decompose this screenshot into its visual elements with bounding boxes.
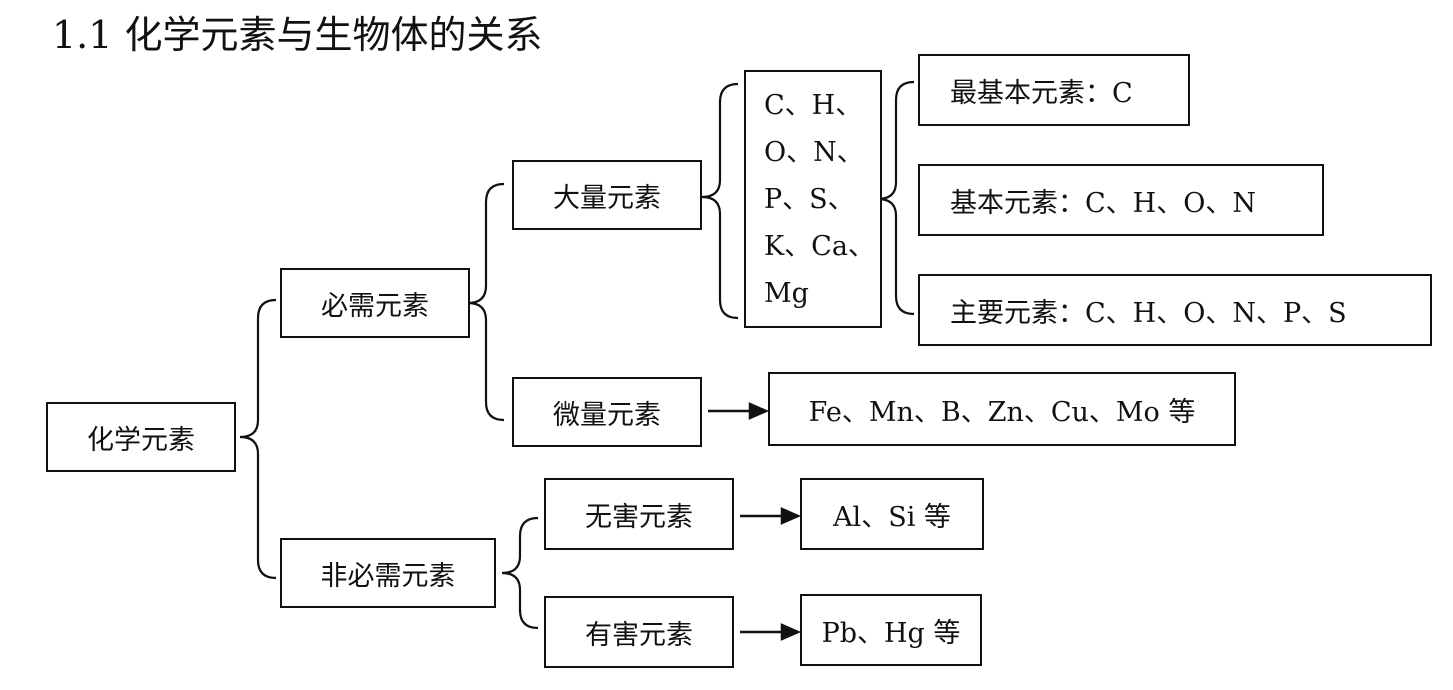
brace-list	[877, 80, 915, 316]
page-title: 1.1 化学元素与生物体的关系	[52, 13, 543, 57]
node-basic: 基本元素：C、H、O、N	[918, 164, 1324, 236]
brace-nonessential	[501, 516, 539, 630]
major-list-line: Mg	[764, 277, 809, 309]
node-most-basic: 最基本元素：C	[918, 54, 1190, 126]
node-harmless: 无害元素	[544, 478, 734, 550]
node-harmful-list: Pb、Hg 等	[800, 594, 982, 666]
node-trace-list: Fe、Mn、B、Zn、Cu、Mo 等	[768, 372, 1236, 446]
major-list-line: P、S、	[764, 183, 855, 215]
node-main: 主要元素：C、H、O、N、P、S	[918, 274, 1432, 346]
major-list-line: K、Ca、	[764, 230, 875, 262]
node-trace: 微量元素	[512, 377, 702, 447]
node-harmless-list: Al、Si 等	[800, 478, 984, 550]
major-list-line: O、N、	[764, 136, 864, 168]
node-essential: 必需元素	[280, 268, 470, 338]
node-major: 大量元素	[512, 160, 702, 230]
node-harmful: 有害元素	[544, 596, 734, 668]
node-non-essential: 非必需元素	[280, 538, 496, 608]
brace-chemical	[239, 298, 277, 580]
node-major-list: C、H、 O、N、 P、S、 K、Ca、 Mg	[744, 70, 882, 328]
node-chemical-elements: 化学元素	[46, 402, 236, 472]
major-list-line: C、H、	[764, 89, 863, 121]
brace-essential	[467, 182, 505, 422]
brace-major	[701, 82, 739, 320]
